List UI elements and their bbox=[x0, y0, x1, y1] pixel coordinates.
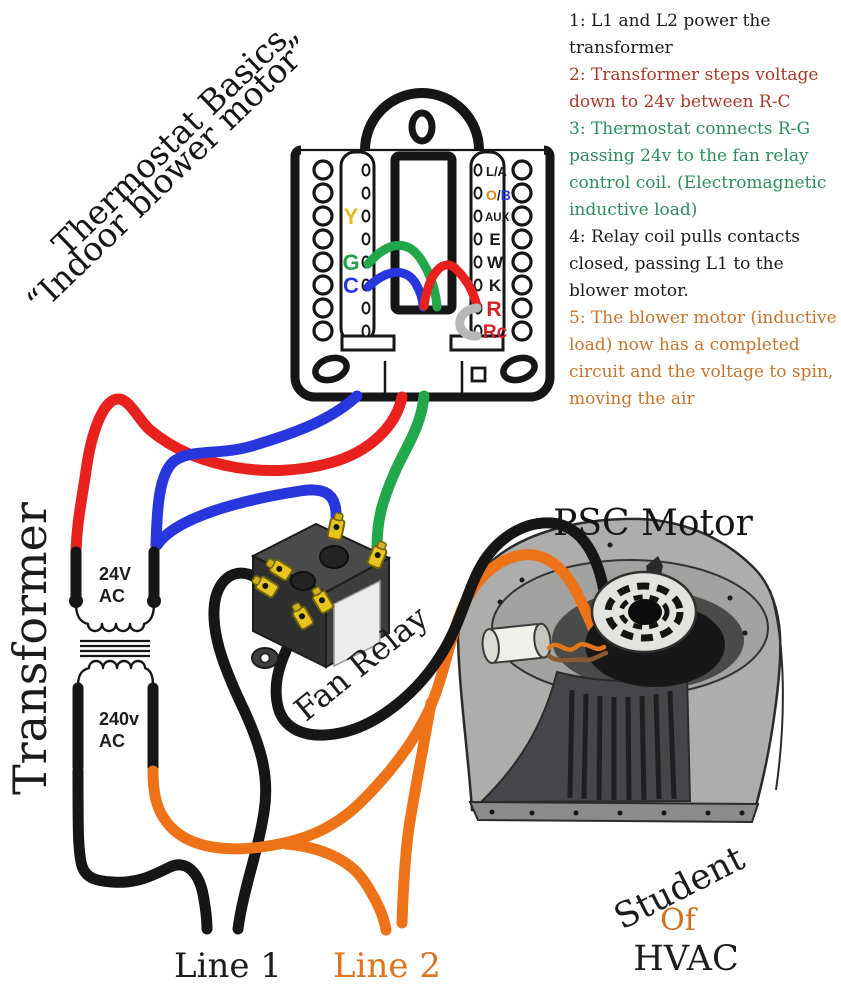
step-1: 1: L1 and L2 power the transformer bbox=[569, 11, 771, 58]
signature-word2: Of bbox=[660, 903, 698, 938]
relay-label-plate bbox=[333, 579, 381, 668]
terminal-label-c: C bbox=[343, 273, 359, 298]
gray-jumper-r-rc bbox=[455, 303, 482, 341]
diagram-title-line1: Thermostat Basics bbox=[44, 20, 294, 264]
motor-vent-ring-outer bbox=[604, 582, 684, 642]
motor-vent-ring-inner bbox=[618, 594, 670, 630]
signature-word3: HVAC bbox=[633, 939, 738, 979]
black-wire-transformer-to-line1 bbox=[72, 765, 213, 935]
step-4: 4: Relay coil pulls contacts closed, pas… bbox=[569, 227, 801, 301]
terminal-label-aux: AUX bbox=[485, 212, 510, 224]
dome-outline bbox=[360, 88, 484, 151]
line2-label: Line 2 bbox=[333, 946, 441, 986]
terminal-label-rc: Rc bbox=[483, 322, 508, 343]
run-capacitor bbox=[481, 622, 552, 664]
relay-coil-knob-1 bbox=[319, 545, 349, 569]
primary-coil bbox=[76, 659, 155, 688]
orange-wire-branch-to-line2 bbox=[280, 838, 392, 936]
terminal-label-r: R bbox=[486, 298, 501, 321]
dome-hole bbox=[408, 109, 436, 145]
explanation-steps: 1: L1 and L2 power the transformer 2: Tr… bbox=[569, 8, 841, 413]
black-wire-relay-to-motor bbox=[270, 517, 613, 741]
center-window bbox=[390, 151, 457, 315]
housing-flange bbox=[468, 800, 760, 824]
terminal-label-ob-b: B bbox=[501, 187, 511, 203]
psc-motor-label: PSC Motor bbox=[553, 503, 754, 544]
red-wire-r-to-transformer bbox=[70, 391, 408, 557]
primary-unit-label: AC bbox=[99, 731, 125, 751]
housing-seam bbox=[769, 589, 784, 791]
fan-relay bbox=[248, 510, 392, 669]
primary-voltage-label: 240v bbox=[99, 709, 139, 729]
secondary-coil bbox=[74, 602, 156, 633]
relay-ear-hole bbox=[259, 652, 271, 664]
transformer: 24V AC 240v AC Transformer bbox=[3, 502, 161, 795]
step-2: 2: Transformer steps voltage down to 24v… bbox=[569, 65, 819, 112]
red-wire-inside bbox=[419, 260, 482, 311]
mounting-slot-left bbox=[312, 354, 350, 384]
secondary-dot-right bbox=[147, 594, 161, 608]
transformer-label: Transformer bbox=[3, 502, 57, 795]
green-wire-g-to-relay bbox=[371, 390, 430, 554]
blower-wheel-vanes bbox=[567, 689, 677, 801]
blue-wire-c-to-transformer bbox=[150, 390, 363, 552]
secondary-dot-left bbox=[69, 594, 83, 608]
step-3: 3: Thermostat connects R-G passing 24v t… bbox=[569, 119, 827, 220]
step-5: 5: The blower motor (inductive load) now… bbox=[569, 308, 837, 409]
capacitor-pigtail-orange bbox=[546, 641, 607, 652]
terminal-label-g: G bbox=[342, 250, 359, 275]
line1-label: Line 1 bbox=[174, 946, 282, 986]
terminal-label-k: K bbox=[489, 276, 502, 295]
relay-coil-knob-2 bbox=[290, 571, 316, 591]
secondary-unit-label: AC bbox=[99, 586, 125, 606]
flange-bolts bbox=[489, 809, 745, 816]
terminal-label-e: E bbox=[489, 230, 500, 249]
terminal-label-ob-slash: / bbox=[497, 187, 501, 203]
motor-shaft-hole bbox=[628, 599, 662, 625]
deck-bolts bbox=[497, 542, 748, 636]
left-screw-holes bbox=[312, 159, 334, 342]
blue-wire-transformer-to-relay bbox=[151, 484, 342, 551]
psc-motor bbox=[481, 556, 725, 687]
left-strip-tab bbox=[340, 334, 396, 352]
terminal-label-ob: O/B bbox=[486, 187, 511, 203]
terminal-label-y: Y bbox=[344, 204, 359, 229]
thermostat-subbase: Y G C L/A O/B AUX E W K R Rc bbox=[290, 88, 555, 402]
capacitor-pigtail-brown bbox=[546, 650, 609, 663]
terminal-label-ob-o: O bbox=[486, 187, 497, 203]
secondary-voltage-label: 24V bbox=[99, 564, 131, 584]
green-wire-inside bbox=[363, 240, 442, 312]
terminal-label-la: L/A bbox=[486, 164, 508, 179]
mounting-slot-right bbox=[500, 354, 538, 384]
right-screw-holes bbox=[511, 159, 533, 342]
terminal-label-w: W bbox=[487, 253, 504, 272]
small-square-hole bbox=[470, 366, 487, 383]
left-terminal-strip bbox=[339, 150, 376, 344]
core-laminations bbox=[80, 639, 150, 658]
diagram-title-line2: “Indoor blower motor” bbox=[18, 28, 319, 321]
orange-wire-motor-to-line2 bbox=[396, 697, 437, 929]
